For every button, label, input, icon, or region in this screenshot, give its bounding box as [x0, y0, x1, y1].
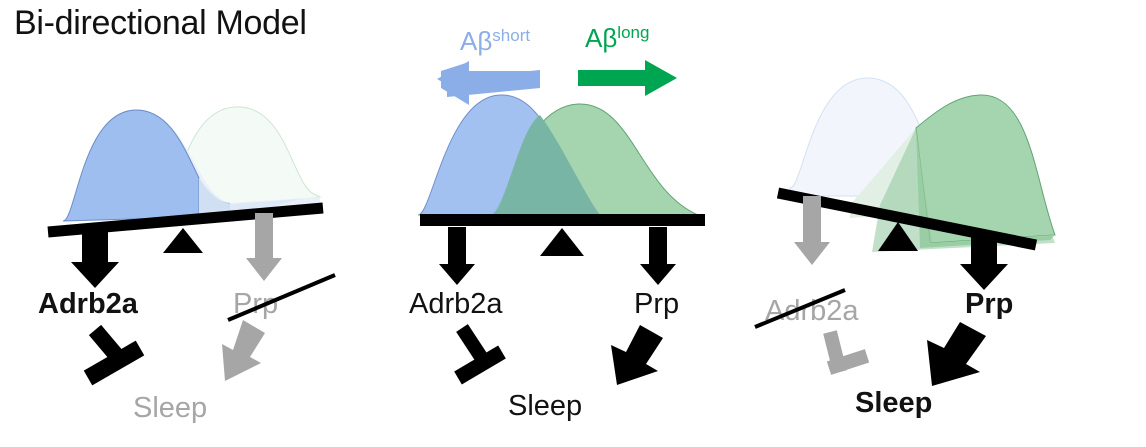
- panel-left-adrb2a-label: Adrb2a: [38, 288, 139, 320]
- panel-middle-inhibition-edge: [454, 324, 506, 385]
- panel-right-inhibition-edge: [823, 330, 870, 375]
- panel-middle-arrow-to-adrb2a: [439, 227, 475, 285]
- arrow-right-icon: [578, 60, 677, 96]
- legend-abeta-long-base: Aβ: [585, 23, 617, 53]
- panel-middle-sleep-label: Sleep: [508, 390, 582, 422]
- panel-middle-adrb2a-label: Adrb2a: [409, 288, 503, 320]
- panel-left-fulcrum-triangle: [163, 228, 203, 253]
- panel-left-prp-strike-line: [227, 273, 336, 322]
- panel-middle-fulcrum-triangle: [540, 228, 584, 256]
- panel-right-prp-label: Prp: [965, 288, 1013, 320]
- panel-left: Adrb2a Prp Sleep: [38, 106, 336, 424]
- panel-left-arrow-to-adrb2a: [71, 232, 119, 288]
- arrow-left-icon: [437, 61, 540, 105]
- panel-middle-arrow-to-prp: [640, 227, 676, 285]
- panel-left-activation-edge: [222, 320, 265, 381]
- panel-right-arrow-to-adrb2a: [794, 196, 830, 265]
- panel-left-overlap-faded: [199, 178, 300, 217]
- panel-left-sleep-label: Sleep: [133, 392, 207, 424]
- page-title: Bi-directional Model: [14, 4, 307, 42]
- panel-right-adrb2a-label: Adrb2a: [765, 295, 859, 327]
- svg-text:Aβshort: Aβshort: [460, 26, 530, 56]
- legend-abeta-long: Aβlong: [578, 23, 677, 96]
- panel-middle-overlap-region: [490, 115, 600, 215]
- legend-abeta-long-superscript: long: [617, 23, 649, 42]
- panel-right-adrb2a-strike-line: [754, 288, 846, 329]
- panel-middle-balance-beam: [420, 214, 705, 226]
- legend-abeta-short-superscript: short: [492, 26, 530, 45]
- panel-right-activation-edge: [927, 322, 986, 386]
- legend-abeta-short: Aβshort: [437, 26, 540, 105]
- panel-right-sleep-label: Sleep: [855, 387, 932, 419]
- panel-right-fulcrum-triangle: [878, 222, 918, 251]
- panel-left-arrow-to-prp: [246, 213, 282, 281]
- panel-middle: Aβshort Aβlong: [409, 23, 705, 422]
- panel-left-balance-beam: [47, 202, 324, 238]
- panel-middle-activation-edge: [611, 325, 663, 385]
- legend-abeta-short-base: Aβ: [460, 26, 492, 56]
- panel-right-arrow-to-prp: [960, 233, 1008, 290]
- panel-left-inhibition-edge: [83, 324, 145, 386]
- svg-text:Aβlong: Aβlong: [585, 23, 649, 53]
- panel-right: Adrb2a Prp Sleep: [754, 77, 1056, 419]
- panel-middle-prp-label: Prp: [634, 288, 679, 320]
